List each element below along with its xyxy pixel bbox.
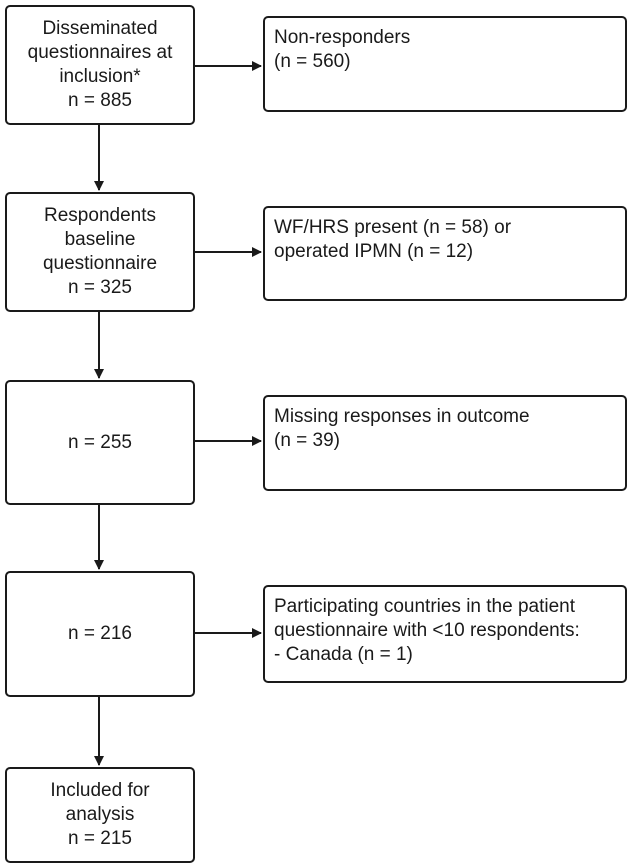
box-respondents-line-4: n = 325 [68,277,132,298]
box-included-line-1: Included for [50,780,150,801]
box-wf-hrs: WF/HRS present (n = 58) or operated IPMN… [263,206,627,301]
box-n216: n = 216 [5,571,195,697]
box-included: Included for analysis n = 215 [5,767,195,863]
box-disseminated-line-4: n = 885 [68,90,132,111]
box-n255-line-1: n = 255 [68,431,132,453]
box-n216-line-1: n = 216 [68,623,132,644]
box-wf-hrs-line-1: WF/HRS present (n = 58) or [274,217,512,238]
box-included-line-3: n = 215 [68,828,132,849]
box-non-responders-line-2: (n = 560) [274,51,351,72]
box-disseminated-line-2: questionnaires at [27,42,173,63]
box-wf-hrs-line-2: operated IPMN (n = 12) [274,241,474,262]
box-included-line-2: analysis [65,804,135,825]
box-non-responders: Non-responders (n = 560) [263,16,627,112]
box-countries-line-2: questionnaire with <10 respondents: [274,620,580,641]
box-n255: n = 255 [5,380,195,505]
box-disseminated-line-1: Disseminated [42,18,158,39]
box-non-responders-line-1: Non-responders [274,27,411,48]
box-respondents: Respondents baseline questionnaire n = 3… [5,192,195,312]
box-respondents-line-3: questionnaire [42,253,158,274]
box-countries-line-3: - Canada (n = 1) [274,644,413,665]
box-missing: Missing responses in outcome (n = 39) [263,395,627,491]
box-countries-line-1: Participating countries in the patient [274,596,576,617]
box-missing-line-2: (n = 39) [274,430,341,451]
box-respondents-line-1: Respondents [44,205,156,226]
box-disseminated: Disseminated questionnaires at inclusion… [5,5,195,125]
box-disseminated-line-3: inclusion* [59,66,141,87]
box-missing-line-1: Missing responses in outcome [274,406,530,427]
box-respondents-line-2: baseline [64,229,136,250]
box-countries: Participating countries in the patient q… [263,585,627,683]
